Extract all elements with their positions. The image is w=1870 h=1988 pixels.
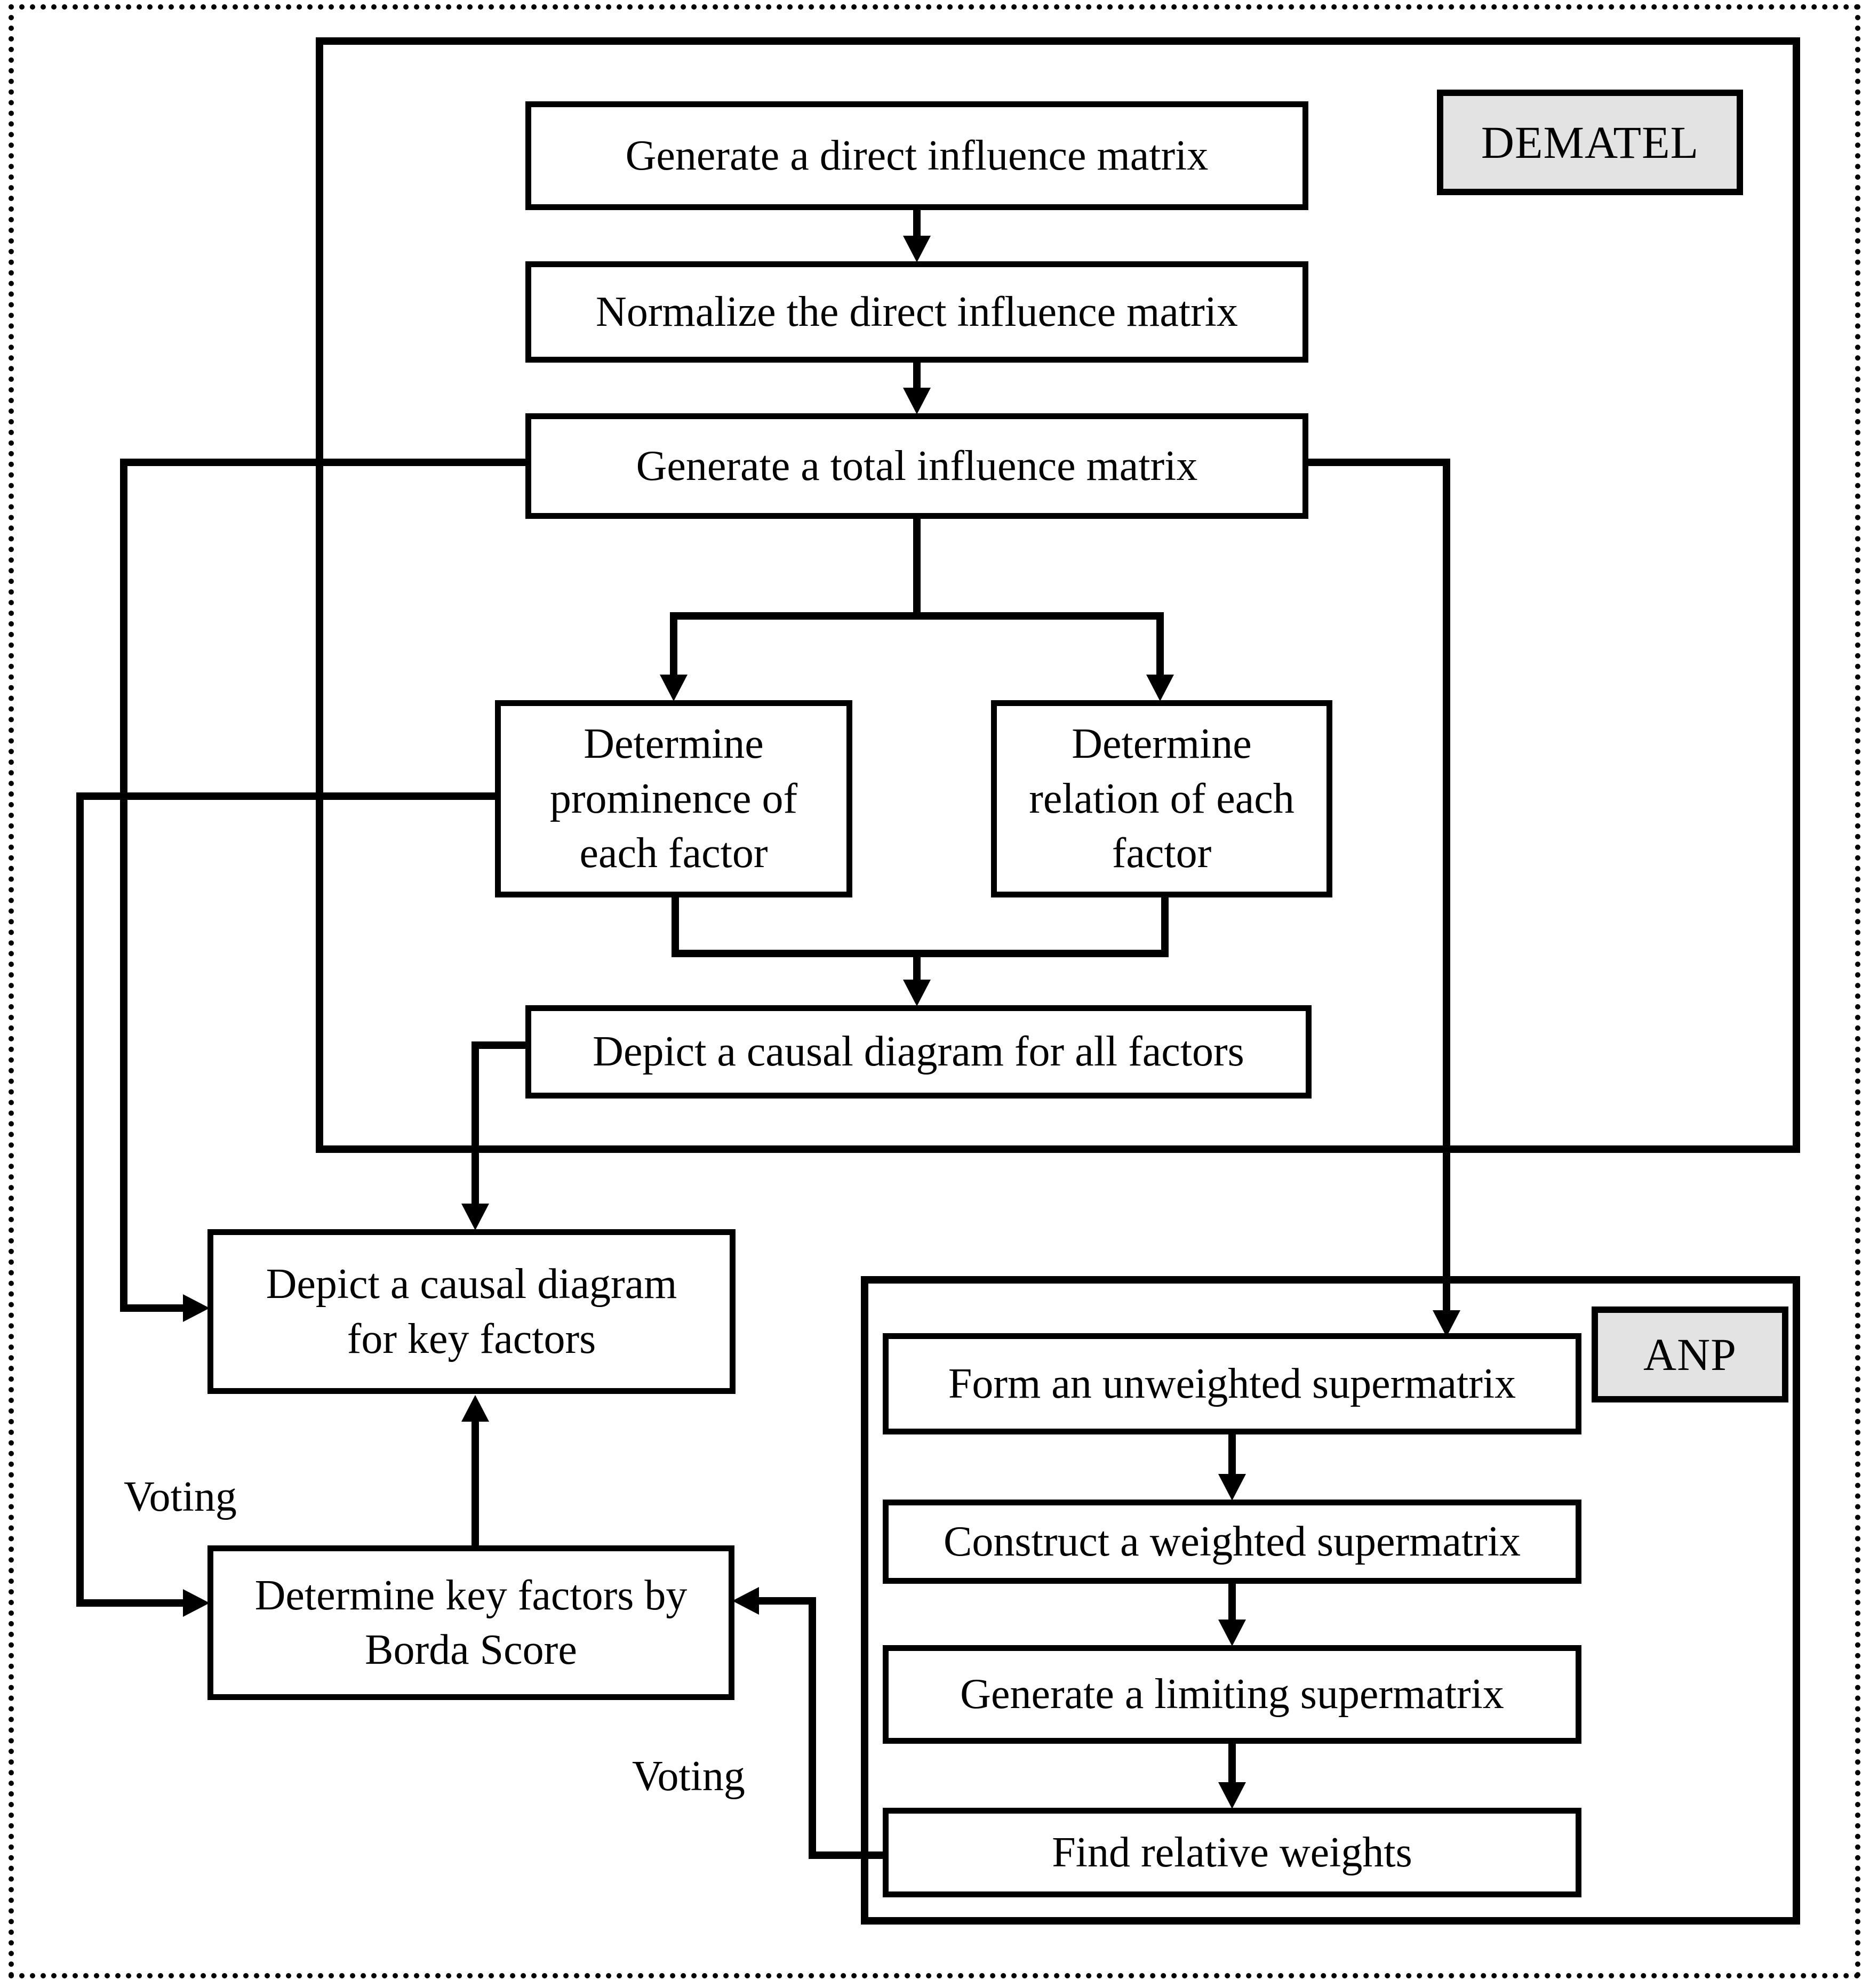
edge-weighted-limiting-arrowhead bbox=[1218, 1620, 1246, 1646]
edge-total-split-stem bbox=[913, 516, 921, 620]
node-generate-total-influence-matrix: Generate a total influence matrix bbox=[525, 413, 1308, 519]
outer-dotted-border bbox=[9, 4, 1860, 1978]
edge-borda-keyfactors-arrowhead bbox=[461, 1395, 489, 1422]
edge-total-keyfactors-v bbox=[120, 459, 127, 1312]
dematel-label-box: DEMATEL bbox=[1437, 90, 1743, 195]
voting-label-right: Voting bbox=[632, 1752, 745, 1801]
edge-allfactors-keyfactors-drop bbox=[472, 1041, 479, 1205]
edge-unweighted-weighted-arrowhead bbox=[1218, 1474, 1246, 1501]
edge-total-keyfactors-arrowhead bbox=[183, 1294, 210, 1322]
anp-label-text: ANP bbox=[1643, 1329, 1737, 1380]
node-form-unweighted-supermatrix: Form an unweighted supermatrix bbox=[883, 1333, 1581, 1434]
edge-relation-merge-stem bbox=[1161, 893, 1169, 957]
node-label: Depict a causal diagram for all factors bbox=[593, 1028, 1244, 1076]
node-find-relative-weights: Find relative weights bbox=[883, 1808, 1581, 1897]
anp-label-box: ANP bbox=[1592, 1306, 1788, 1402]
node-label: Depict a causal diagram for key factors bbox=[266, 1261, 677, 1362]
voting-label-left: Voting bbox=[124, 1473, 237, 1521]
node-generate-limiting-supermatrix: Generate a limiting supermatrix bbox=[883, 1645, 1581, 1744]
edge-prominence-borda-v bbox=[76, 792, 84, 1607]
edge-normalize-total-arrowhead bbox=[903, 388, 931, 414]
voting-label-left-text: Voting bbox=[124, 1473, 237, 1520]
edge-merge-allfactors-arrowhead bbox=[903, 980, 931, 1006]
node-determine-key-factors-borda: Determine key factors by Borda Score bbox=[207, 1545, 734, 1700]
edge-prominence-borda-h1 bbox=[76, 792, 500, 800]
edge-weighted-limiting-stem bbox=[1228, 1580, 1236, 1622]
edge-limiting-weights-stem bbox=[1228, 1739, 1236, 1784]
edge-split-bar bbox=[670, 612, 1164, 620]
node-label: Determine key factors by Borda Score bbox=[254, 1572, 688, 1673]
edge-allfactors-keyfactors-stub bbox=[472, 1041, 530, 1049]
edge-prominence-borda-arrowhead bbox=[183, 1589, 210, 1617]
dematel-label-text: DEMATEL bbox=[1481, 117, 1699, 168]
edge-direct-normalize-stem bbox=[913, 207, 921, 240]
edge-total-unweighted-arrowhead bbox=[1433, 1310, 1460, 1337]
node-determine-relation: Determine relation of each factor bbox=[991, 700, 1332, 897]
node-construct-weighted-supermatrix: Construct a weighted supermatrix bbox=[883, 1500, 1581, 1584]
node-label: Determine relation of each factor bbox=[1029, 720, 1294, 877]
node-determine-prominence: Determine prominence of each factor bbox=[495, 700, 852, 897]
edge-limiting-weights-arrowhead bbox=[1218, 1782, 1246, 1809]
edge-split-relation-arrowhead bbox=[1146, 675, 1174, 701]
dematel-group-frame bbox=[316, 37, 1800, 1153]
edge-total-keyfactors-h1 bbox=[120, 459, 531, 466]
edge-normalize-total-stem bbox=[913, 358, 921, 390]
node-causal-diagram-all-factors: Depict a causal diagram for all factors bbox=[525, 1005, 1312, 1099]
edge-prominence-merge-stem bbox=[672, 893, 679, 957]
node-label: Construct a weighted supermatrix bbox=[944, 1518, 1521, 1565]
node-label: Determine prominence of each factor bbox=[549, 720, 798, 877]
node-label: Generate a total influence matrix bbox=[636, 442, 1198, 490]
node-normalize-direct-influence-matrix: Normalize the direct influence matrix bbox=[525, 261, 1308, 363]
node-causal-diagram-key-factors: Depict a causal diagram for key factors bbox=[207, 1229, 736, 1394]
edge-split-relation-drop bbox=[1156, 612, 1164, 677]
node-label: Normalize the direct influence matrix bbox=[596, 288, 1238, 335]
node-label: Find relative weights bbox=[1052, 1829, 1412, 1876]
edge-weights-borda-arrowhead bbox=[732, 1587, 759, 1615]
voting-label-right-text: Voting bbox=[632, 1753, 745, 1800]
node-label: Generate a direct influence matrix bbox=[625, 132, 1209, 179]
edge-split-prominence-arrowhead bbox=[660, 675, 688, 701]
node-generate-direct-influence-matrix: Generate a direct influence matrix bbox=[525, 101, 1308, 210]
edge-direct-normalize-arrowhead bbox=[903, 236, 931, 262]
edge-split-prominence-drop bbox=[670, 612, 677, 677]
edge-weights-borda-h2 bbox=[757, 1597, 816, 1605]
edge-allfactors-keyfactors-arrowhead bbox=[461, 1204, 489, 1230]
edge-weights-borda-v bbox=[809, 1597, 816, 1859]
anp-group-frame bbox=[861, 1276, 1800, 1925]
node-label: Form an unweighted supermatrix bbox=[948, 1360, 1516, 1407]
edge-weights-borda-h1 bbox=[809, 1851, 888, 1859]
edge-unweighted-weighted-stem bbox=[1228, 1430, 1236, 1476]
edge-prominence-borda-h2 bbox=[76, 1599, 186, 1607]
edge-total-unweighted-v bbox=[1443, 459, 1450, 1312]
node-label: Generate a limiting supermatrix bbox=[960, 1671, 1504, 1718]
edge-total-unweighted-h bbox=[1305, 459, 1450, 466]
edge-borda-keyfactors-stem bbox=[472, 1418, 479, 1549]
edge-total-keyfactors-h2 bbox=[120, 1304, 187, 1312]
edge-merge-allfactors-stem bbox=[913, 950, 921, 982]
